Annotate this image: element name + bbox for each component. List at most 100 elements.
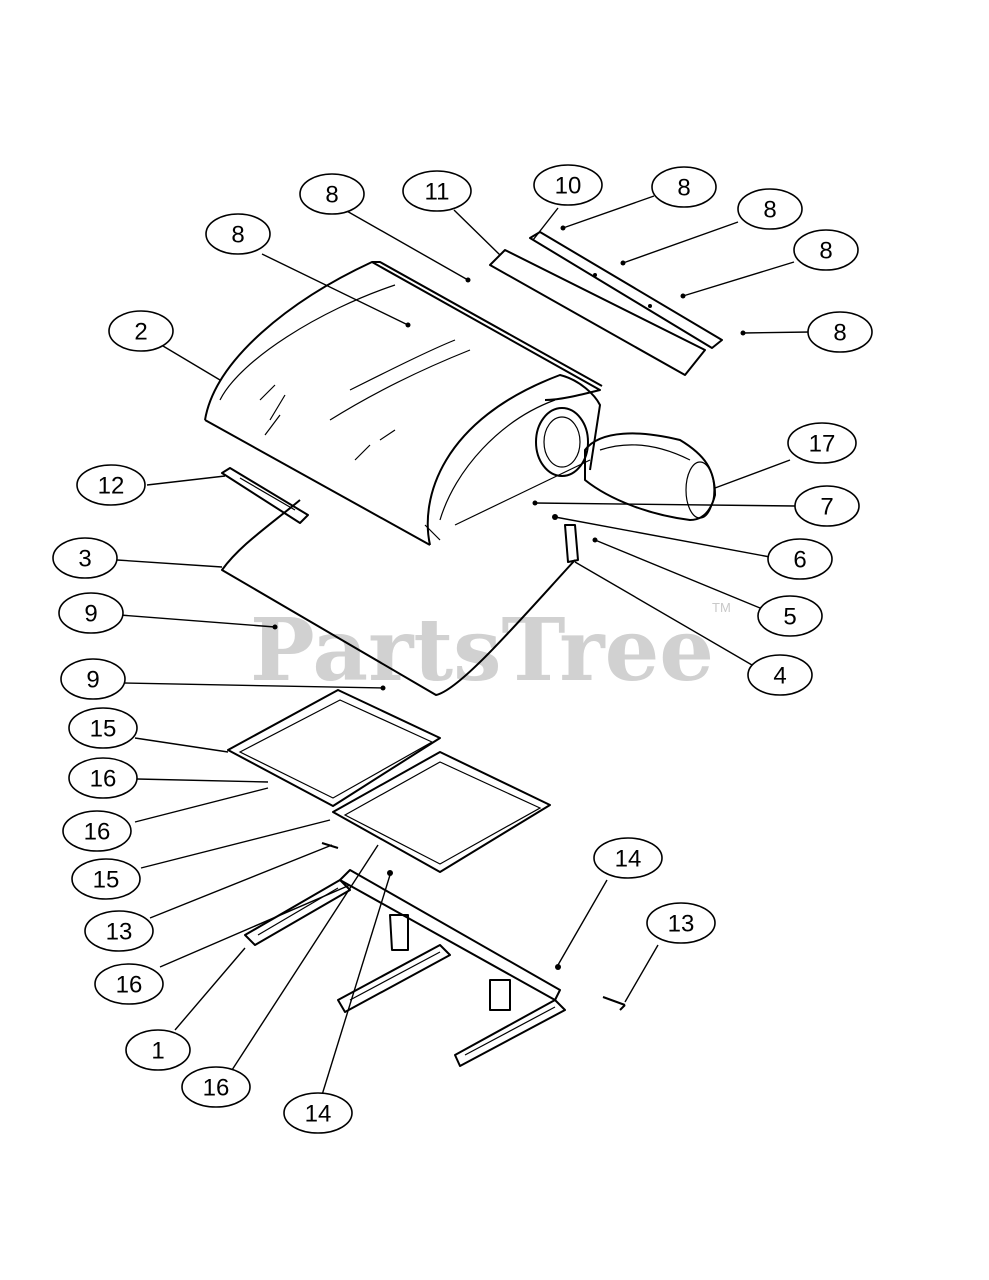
base-frame — [244, 869, 566, 1067]
callout-bubble — [651, 166, 717, 208]
filter-frame-left — [227, 689, 441, 807]
callout-label: 8 — [833, 320, 846, 347]
discharge-port — [535, 407, 589, 477]
callout-3[interactable]: 3 — [52, 537, 118, 579]
callout-16c[interactable]: 16 — [94, 963, 164, 1005]
callout-bubble — [793, 229, 859, 271]
callout-label: 3 — [78, 546, 91, 573]
callout-bubble — [108, 310, 174, 352]
callout-10[interactable]: 10 — [533, 164, 603, 206]
callout-12[interactable]: 12 — [76, 464, 146, 506]
callout-1[interactable]: 1 — [125, 1029, 191, 1071]
callout-bubble — [807, 311, 873, 353]
callout-8e[interactable]: 8 — [807, 311, 873, 353]
callout-label: 5 — [783, 604, 796, 631]
callout-8c[interactable]: 8 — [737, 188, 803, 230]
chute-elbow — [584, 432, 716, 521]
callout-label: 9 — [84, 601, 97, 628]
callout-15a[interactable]: 15 — [68, 707, 138, 749]
callout-bubble — [646, 902, 716, 944]
callout-9b[interactable]: 9 — [60, 658, 126, 700]
callout-label: 11 — [425, 179, 450, 206]
callout-bubble — [125, 1029, 191, 1071]
callout-8a[interactable]: 8 — [299, 173, 365, 215]
hood-shell — [204, 261, 603, 546]
callout-label: 14 — [615, 846, 642, 873]
callout-label: 13 — [668, 911, 695, 938]
callout-label: 16 — [90, 766, 117, 793]
callout-bubble — [593, 837, 663, 879]
callout-5[interactable]: 5 — [757, 595, 823, 637]
callout-8d[interactable]: 8 — [793, 229, 859, 271]
callout-15b[interactable]: 15 — [71, 858, 141, 900]
callout-bubble — [71, 858, 141, 900]
leader-lines — [116, 195, 811, 1096]
callout-bubble — [52, 537, 118, 579]
callout-label: 14 — [305, 1101, 332, 1128]
callout-layer: 8 11 10 8 8 8 8 8 2 17 12 7 3 6 9 5 9 4 15 16 16 15 14 13 13 16 1 1… — [52, 164, 873, 1134]
callout-bubble — [533, 164, 603, 206]
callout-11[interactable]: 11 — [402, 170, 472, 212]
callout-bubble — [181, 1066, 251, 1108]
callout-2[interactable]: 2 — [108, 310, 174, 352]
callout-16a[interactable]: 16 — [68, 757, 138, 799]
watermark-trademark: TM — [712, 600, 731, 615]
callout-14b[interactable]: 14 — [283, 1092, 353, 1134]
callout-label: 7 — [820, 494, 833, 521]
callout-bubble — [205, 213, 271, 255]
callout-bubble — [767, 538, 833, 580]
callout-label: 1 — [151, 1038, 164, 1065]
callout-label: 13 — [106, 919, 133, 946]
callout-bubble — [787, 422, 857, 464]
callout-bubble — [283, 1092, 353, 1134]
callout-8f[interactable]: 8 — [205, 213, 271, 255]
callout-16b[interactable]: 16 — [62, 810, 132, 852]
callout-bubble — [402, 170, 472, 212]
callout-14a[interactable]: 14 — [593, 837, 663, 879]
callout-9a[interactable]: 9 — [58, 592, 124, 634]
callout-label: 15 — [90, 716, 117, 743]
callout-16d[interactable]: 16 — [181, 1066, 251, 1108]
decal — [221, 467, 309, 524]
filter-frame-right — [332, 751, 551, 873]
callout-17[interactable]: 17 — [787, 422, 857, 464]
watermark-text: PartsTree — [250, 600, 714, 701]
callout-bubble — [68, 757, 138, 799]
callout-bubble — [94, 963, 164, 1005]
callout-label: 12 — [98, 473, 125, 500]
callout-label: 16 — [203, 1075, 230, 1102]
callout-6[interactable]: 6 — [767, 538, 833, 580]
callout-bubble — [58, 592, 124, 634]
callout-label: 17 — [809, 431, 836, 458]
callout-bubble — [299, 173, 365, 215]
callout-bubble — [62, 810, 132, 852]
callout-bubble — [747, 654, 813, 696]
skirt — [221, 499, 576, 696]
callout-label: 15 — [93, 867, 120, 894]
callout-13a[interactable]: 13 — [646, 902, 716, 944]
callout-label: 8 — [677, 175, 690, 202]
callout-bubble — [757, 595, 823, 637]
callout-bubble — [794, 485, 860, 527]
callout-label: 16 — [84, 819, 111, 846]
callout-bubble — [68, 707, 138, 749]
callout-13b[interactable]: 13 — [84, 910, 154, 952]
callout-label: 8 — [763, 197, 776, 224]
callout-label: 6 — [793, 547, 806, 574]
callout-7[interactable]: 7 — [794, 485, 860, 527]
callout-4[interactable]: 4 — [747, 654, 813, 696]
hinge — [564, 524, 579, 563]
callout-8b[interactable]: 8 — [651, 166, 717, 208]
top-panel — [489, 249, 706, 376]
callout-label: 8 — [325, 182, 338, 209]
callout-bubble — [737, 188, 803, 230]
callout-label: 2 — [134, 319, 147, 346]
callout-label: 10 — [555, 173, 582, 200]
callout-label: 8 — [819, 238, 832, 265]
callout-label: 4 — [773, 663, 786, 690]
callout-bubble — [76, 464, 146, 506]
callout-label: 16 — [116, 972, 143, 999]
callout-bubble — [60, 658, 126, 700]
callout-label: 8 — [231, 222, 244, 249]
